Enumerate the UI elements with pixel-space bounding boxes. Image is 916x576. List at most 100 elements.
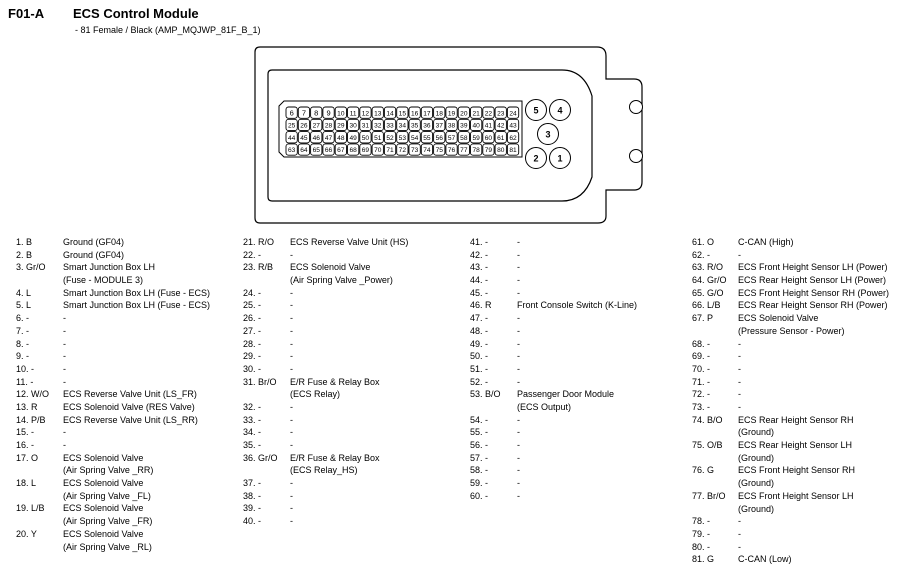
pin-description: - xyxy=(63,351,66,362)
pin-terminal: 39 xyxy=(457,118,470,132)
pin-terminal-label: 45 xyxy=(300,135,308,142)
pin-description: - xyxy=(517,338,520,349)
pin-description: - xyxy=(63,440,66,451)
pin-terminal: 57 xyxy=(445,131,458,144)
pin-description: - xyxy=(517,414,520,425)
pin-description: ECS Rear Height Sensor LH (Ground) xyxy=(738,440,853,463)
pin-terminal-label: 66 xyxy=(325,147,333,154)
pin-number: 28. - xyxy=(243,338,262,349)
pin-terminal: 21 xyxy=(470,106,483,119)
pin-number: 47. - xyxy=(470,313,489,324)
pin-terminal-label: 8 xyxy=(314,108,318,117)
pin-number: 2. B xyxy=(16,249,33,260)
pin-description: - xyxy=(290,313,293,324)
pin-description: - xyxy=(738,363,741,374)
pin-number: 32. - xyxy=(243,401,262,412)
pin-description: - xyxy=(290,440,293,451)
pin-description: ECS Solenoid Valve (RES Valve) xyxy=(63,401,195,412)
pin-terminal: 41 xyxy=(482,118,495,132)
pin-terminal-label: 10 xyxy=(337,110,345,117)
pin-number: 13. R xyxy=(16,401,38,412)
pin-number: 27. - xyxy=(243,325,262,336)
power-pin-terminal: 4 xyxy=(549,99,571,121)
pin-number: 6. - xyxy=(16,313,30,324)
pin-number: 45. - xyxy=(470,287,489,298)
pin-number: 51. - xyxy=(470,363,489,374)
pin-number: 8. - xyxy=(16,338,30,349)
pin-terminal-label: 63 xyxy=(288,147,296,154)
pin-terminal: 28 xyxy=(322,118,335,132)
pin-number: 38. - xyxy=(243,490,262,501)
pin-terminal: 11 xyxy=(347,106,360,119)
pin-terminal-label: 56 xyxy=(436,135,444,142)
pin-description: Ground (GF04) xyxy=(63,237,125,247)
pin-terminal-label: 44 xyxy=(288,135,296,142)
pin-terminal-label: 7 xyxy=(302,108,306,117)
pin-terminal-label: 69 xyxy=(362,147,370,154)
pin-number: 62. - xyxy=(692,249,711,260)
pin-terminal-label: 73 xyxy=(411,147,419,154)
pin-number: 73. - xyxy=(692,401,711,412)
pin-terminal: 70 xyxy=(371,143,384,156)
pin-description: - xyxy=(290,503,293,514)
pin-terminal-label: 64 xyxy=(300,147,308,154)
pin-terminal: 74 xyxy=(420,143,434,156)
pin-description: - xyxy=(738,376,741,387)
pin-description: - xyxy=(290,414,293,425)
pin-terminal: 6 xyxy=(285,106,298,119)
pin-terminal-label: 33 xyxy=(386,123,394,130)
pin-number: 61. O xyxy=(692,237,715,247)
pin-number: 12. W/O xyxy=(16,389,50,400)
pin-terminal: 26 xyxy=(297,118,311,132)
pin-description: ECS Rear Height Sensor LH (Power) xyxy=(738,275,887,286)
pin-terminal: 20 xyxy=(457,106,470,119)
pin-terminal: 29 xyxy=(334,118,347,132)
pin-terminal: 38 xyxy=(445,118,458,132)
pin-number: 43. - xyxy=(470,262,489,273)
pin-number: 4. L xyxy=(16,287,32,298)
connector-code: F01-A xyxy=(8,6,45,21)
pin-terminal-label: 14 xyxy=(386,110,394,117)
pin-number: 60. - xyxy=(470,490,489,501)
pin-number: 11. - xyxy=(16,376,34,387)
pin-description: - xyxy=(517,490,520,501)
pin-number: 59. - xyxy=(470,478,489,489)
pin-description: ECS Rear Height Sensor RH (Ground) xyxy=(738,414,854,438)
pin-number: 3. Gr/O xyxy=(16,262,46,273)
pin-number: 72. - xyxy=(692,389,711,400)
pin-description: C-CAN (High) xyxy=(738,237,794,247)
pin-terminal-label: 61 xyxy=(497,135,505,142)
pin-number: 46. R xyxy=(470,300,492,311)
pin-terminal: 30 xyxy=(347,118,360,132)
pin-number: 57. - xyxy=(470,452,489,463)
pin-number: 17. O xyxy=(16,452,39,463)
pin-description: - xyxy=(517,440,520,451)
pin-number: 35. - xyxy=(243,440,262,451)
pin-terminal: 12 xyxy=(359,106,372,119)
pin-terminal-label: 28 xyxy=(325,123,333,130)
pin-description: ECS Rear Height Sensor RH (Power) xyxy=(738,300,888,311)
pin-terminal-label: 18 xyxy=(436,110,444,117)
pin-description: - xyxy=(63,363,66,374)
pin-number: 53. B/O xyxy=(470,389,501,400)
power-pin-terminal: 5 xyxy=(525,99,547,121)
pin-terminal-label: 52 xyxy=(386,135,394,142)
pin-terminal-label: 13 xyxy=(374,110,382,117)
power-pin-terminal: 3 xyxy=(537,123,559,145)
pin-description: ECS Solenoid Valve (Pressure Sensor - Po… xyxy=(738,313,845,336)
pin-terminal: 9 xyxy=(322,106,335,119)
pin-description: - xyxy=(517,363,520,374)
pin-number: 42. - xyxy=(470,249,489,260)
power-pin-terminal: 2 xyxy=(525,147,547,169)
pin-terminal-label: 15 xyxy=(399,110,407,117)
pin-description: - xyxy=(290,287,293,298)
pin-number: 54. - xyxy=(470,414,489,425)
pin-description: - xyxy=(517,465,520,476)
pin-terminal-label: 67 xyxy=(337,147,345,154)
pin-terminal-label: 26 xyxy=(300,123,308,130)
pin-terminal: 34 xyxy=(396,118,409,132)
pin-description: ECS Front Height Sensor LH (Ground) xyxy=(738,490,854,514)
pin-number: 76. G xyxy=(692,465,715,476)
pin-number: 7. - xyxy=(16,325,30,336)
pin-number: 41. - xyxy=(470,237,489,247)
